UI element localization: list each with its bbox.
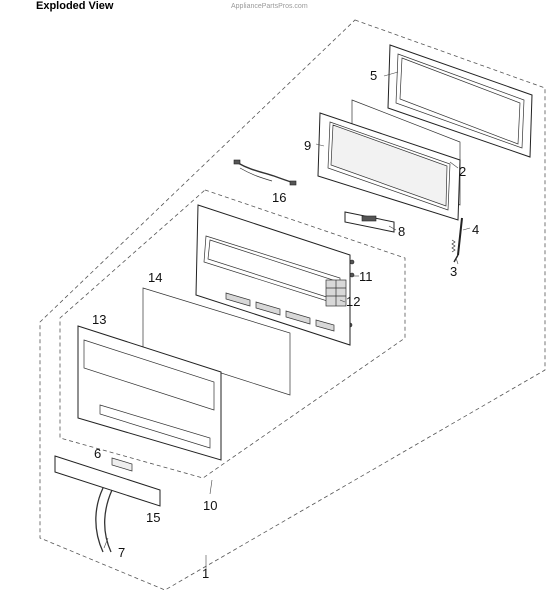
callout-5: 5: [370, 68, 377, 83]
tube-part[interactable]: [95, 487, 113, 553]
choke-cover-sheet[interactable]: [142, 287, 291, 396]
callout-3: 3: [450, 264, 457, 279]
callout-labels: 5 2 9 16 8 4 3 11 12 14 13 6 10 15 7 1: [92, 68, 479, 581]
display-window[interactable]: [111, 457, 133, 472]
callout-6: 6: [94, 446, 101, 461]
keypad: [325, 279, 347, 307]
door-front-panel[interactable]: [77, 325, 222, 461]
callout-15: 15: [146, 510, 160, 525]
door-panel-assembly[interactable]: [195, 204, 351, 346]
callout-7: 7: [118, 545, 125, 560]
door-frame-outer[interactable]: [387, 44, 533, 158]
callout-9: 9: [304, 138, 311, 153]
wire-harness[interactable]: [233, 159, 297, 186]
callout-2: 2: [459, 164, 466, 179]
leader-lines: [103, 71, 471, 570]
page-title: Exploded View: [36, 0, 114, 12]
callout-11: 11: [359, 269, 373, 284]
decor-trim[interactable]: [54, 455, 161, 507]
latch-bracket[interactable]: [344, 211, 395, 233]
hinge-spring[interactable]: [451, 239, 456, 253]
control-buttons: [225, 292, 335, 332]
assembly-boundary-outer: [39, 19, 546, 591]
callout-10: 10: [203, 498, 217, 513]
callout-14: 14: [148, 270, 162, 285]
hinge-lever[interactable]: [453, 217, 463, 263]
assembly-boundary-inner: [59, 189, 406, 479]
door-inner-frame[interactable]: [317, 112, 461, 221]
callout-13: 13: [92, 312, 106, 327]
callout-1: 1: [202, 566, 209, 581]
callout-12: 12: [346, 294, 360, 309]
callout-4: 4: [472, 222, 479, 237]
callout-8: 8: [398, 224, 405, 239]
watermark: AppliancePartsPros.com: [231, 3, 308, 10]
callout-16: 16: [272, 190, 286, 205]
